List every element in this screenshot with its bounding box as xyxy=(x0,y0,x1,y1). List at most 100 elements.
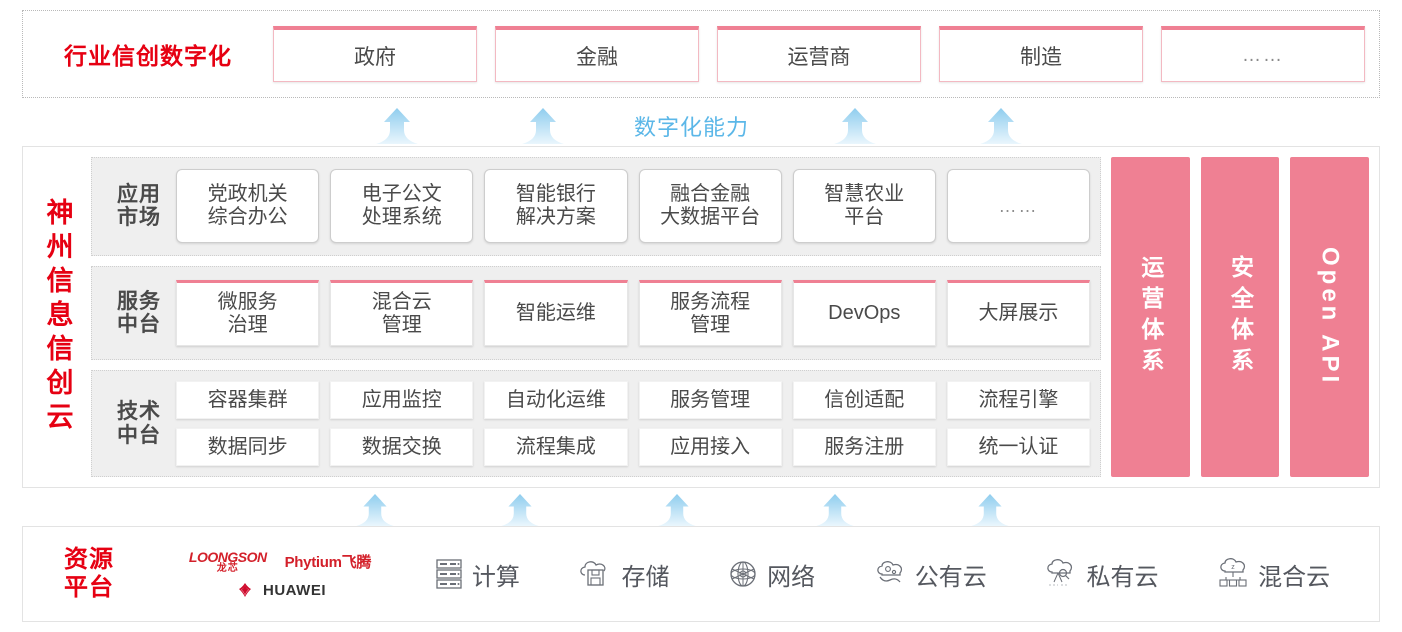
layer-label-line2: 市场 xyxy=(117,206,161,230)
server-icon xyxy=(436,559,462,589)
resource-section: 资源 平台 LOONGSON 龙芯 Phytium飞腾 HUAWEI xyxy=(22,526,1380,622)
pillar-label: 运营体系 xyxy=(1137,255,1164,379)
industry-card-telecom[interactable]: 运营商 xyxy=(717,26,921,82)
pillar-security-system[interactable]: 安全体系 xyxy=(1200,157,1280,477)
industry-card-finance[interactable]: 金融 xyxy=(495,26,699,82)
resource-item-label: 计算 xyxy=(471,563,520,591)
svc-card-service-process-management[interactable]: 服务流程管理 xyxy=(638,280,782,347)
tech-card-service-management[interactable]: 服务管理 xyxy=(638,381,782,420)
tech-row-1: 容器集群 应用监控 自动化运维 服务管理 信创适配 流程引擎 xyxy=(176,381,1091,420)
resource-title-line1: 资源 xyxy=(64,545,114,573)
layer-label-application-market: 应用 市场 xyxy=(102,183,176,230)
layer-service-platform: 服务 中台 微服务治理 混合云管理 智能运维 服务流程管理 DevOps 大屏展… xyxy=(91,265,1101,361)
up-arrow-icon xyxy=(497,494,543,526)
phytium-logo: Phytium飞腾 xyxy=(284,554,372,571)
up-arrow-icon xyxy=(967,494,1013,526)
loongson-logo-cn: 龙芯 xyxy=(216,562,239,574)
pillar-label: Open API xyxy=(1316,247,1344,387)
resource-item-hybrid-cloud[interactable]: z 混合云 xyxy=(1216,557,1330,592)
huawei-logo-text: HUAWEI xyxy=(263,581,326,599)
up-arrow-icon xyxy=(520,108,566,144)
tech-card-app-access[interactable]: 应用接入 xyxy=(638,428,782,467)
tech-row-2: 数据同步 数据交换 流程集成 应用接入 服务注册 统一认证 xyxy=(176,428,1091,467)
cloud-section-title: 神州信息信创云 xyxy=(23,157,91,477)
tech-card-data-exchange[interactable]: 数据交换 xyxy=(330,428,474,467)
cloud-storage-icon xyxy=(580,561,606,586)
svc-card-hybrid-cloud-management[interactable]: 混合云管理 xyxy=(330,280,474,347)
svc-card-label: 混合云管理 xyxy=(371,290,432,337)
industry-card-government[interactable]: 政府 xyxy=(273,26,477,82)
tech-card-xinchuang-adaptation[interactable]: 信创适配 xyxy=(792,381,936,420)
tech-card-process-integration[interactable]: 流程集成 xyxy=(484,428,628,467)
svc-card-smart-ops[interactable]: 智能运维 xyxy=(484,280,628,347)
tech-card-service-registry[interactable]: 服务注册 xyxy=(792,428,936,467)
app-card-smart-bank[interactable]: 智能银行解决方案 xyxy=(484,169,628,244)
up-arrow-icon xyxy=(374,108,420,144)
cloud-section: 神州信息信创云 应用 市场 党政机关综合办公 电子公文处理系统 智能银行解决方案… xyxy=(22,146,1380,488)
resource-item-public-cloud[interactable]: 公有云 xyxy=(873,557,987,592)
industry-card-list: 政府 金融 运营商 制造 …… xyxy=(273,26,1379,82)
svc-card-label: 服务流程管理 xyxy=(670,290,751,337)
layer-label-line2: 中台 xyxy=(117,313,161,337)
cloud-title-text: 神州信息信创云 xyxy=(42,198,73,436)
cloud-body: 应用 市场 党政机关综合办公 电子公文处理系统 智能银行解决方案 融合金融大数据… xyxy=(91,157,1370,477)
up-arrow-icon xyxy=(352,494,398,526)
layer-label-line1: 应用 xyxy=(117,182,161,206)
private-cloud-icon xyxy=(1047,559,1073,586)
layer-label-line1: 服务 xyxy=(117,289,161,313)
app-card-label: 融合金融大数据平台 xyxy=(660,183,761,229)
public-cloud-icon xyxy=(877,561,902,583)
service-platform-items: 微服务治理 混合云管理 智能运维 服务流程管理 DevOps 大屏展示 xyxy=(176,280,1091,347)
tech-card-automated-ops[interactable]: 自动化运维 xyxy=(484,381,628,420)
industry-card-more[interactable]: …… xyxy=(1161,26,1365,82)
up-arrow-icon xyxy=(812,494,858,526)
app-card-label: 电子公文处理系统 xyxy=(361,183,442,229)
app-card-government-office[interactable]: 党政机关综合办公 xyxy=(176,169,320,244)
vendor-logo-group: LOONGSON 龙芯 Phytium飞腾 HUAWEI xyxy=(155,550,405,599)
tech-card-unified-auth[interactable]: 统一认证 xyxy=(946,428,1091,467)
resource-item-compute[interactable]: 计算 xyxy=(434,557,520,592)
application-market-items: 党政机关综合办公 电子公文处理系统 智能银行解决方案 融合金融大数据平台 智慧农… xyxy=(176,169,1091,244)
industry-card-manufacturing[interactable]: 制造 xyxy=(939,26,1143,82)
app-card-more[interactable]: …… xyxy=(946,169,1091,244)
huawei-flower-icon xyxy=(239,583,251,597)
resource-item-label: 存储 xyxy=(621,563,670,591)
huawei-logo: HUAWEI xyxy=(234,582,326,599)
resource-item-label: 公有云 xyxy=(914,563,987,591)
tech-card-data-sync[interactable]: 数据同步 xyxy=(176,428,320,467)
tech-card-app-monitoring[interactable]: 应用监控 xyxy=(330,381,474,420)
app-card-smart-agriculture[interactable]: 智慧农业平台 xyxy=(792,169,936,244)
layer-label-service-platform: 服务 中台 xyxy=(102,290,176,337)
svc-card-label: 微服务治理 xyxy=(217,290,278,337)
layer-label-line2: 中台 xyxy=(117,423,161,447)
svg-text:z: z xyxy=(1231,564,1235,571)
technology-platform-items: 容器集群 应用监控 自动化运维 服务管理 信创适配 流程引擎 数据同步 数据交换… xyxy=(176,381,1091,467)
app-card-edoc-system[interactable]: 电子公文处理系统 xyxy=(330,169,474,244)
svc-card-devops[interactable]: DevOps xyxy=(792,280,936,347)
network-icon xyxy=(730,561,756,587)
cloud-layers: 应用 市场 党政机关综合办公 电子公文处理系统 智能银行解决方案 融合金融大数据… xyxy=(91,157,1101,477)
app-card-finance-bigdata[interactable]: 融合金融大数据平台 xyxy=(638,169,782,244)
vendor-row-2: HUAWEI xyxy=(234,582,326,599)
resource-platform-title: 资源 平台 xyxy=(23,546,155,603)
pillar-label: 安全体系 xyxy=(1227,255,1254,379)
svc-card-microservice-governance[interactable]: 微服务治理 xyxy=(176,280,320,347)
resource-item-label: 网络 xyxy=(767,563,816,591)
tech-card-container-cluster[interactable]: 容器集群 xyxy=(176,381,320,420)
up-arrow-icon xyxy=(654,494,700,526)
app-card-label: 智慧农业平台 xyxy=(824,183,905,229)
resource-item-storage[interactable]: 存储 xyxy=(577,557,669,592)
vendor-row-1: LOONGSON 龙芯 Phytium飞腾 xyxy=(189,550,371,574)
resource-item-private-cloud[interactable]: 私有云 xyxy=(1044,557,1158,592)
up-arrow-icon xyxy=(978,108,1024,144)
resource-item-network[interactable]: 网络 xyxy=(727,557,815,592)
tech-card-process-engine[interactable]: 流程引擎 xyxy=(946,381,1091,420)
layer-label-technology-platform: 技术 中台 xyxy=(102,400,176,447)
svc-card-large-screen-display[interactable]: 大屏展示 xyxy=(946,280,1091,347)
loongson-logo: LOONGSON 龙芯 xyxy=(189,550,267,574)
layer-label-line1: 技术 xyxy=(117,400,161,424)
app-card-label: 党政机关综合办公 xyxy=(207,183,288,229)
pillar-open-api[interactable]: Open API xyxy=(1290,157,1370,477)
pillar-operations-system[interactable]: 运营体系 xyxy=(1111,157,1190,477)
layer-application-market: 应用 市场 党政机关综合办公 电子公文处理系统 智能银行解决方案 融合金融大数据… xyxy=(91,157,1101,256)
